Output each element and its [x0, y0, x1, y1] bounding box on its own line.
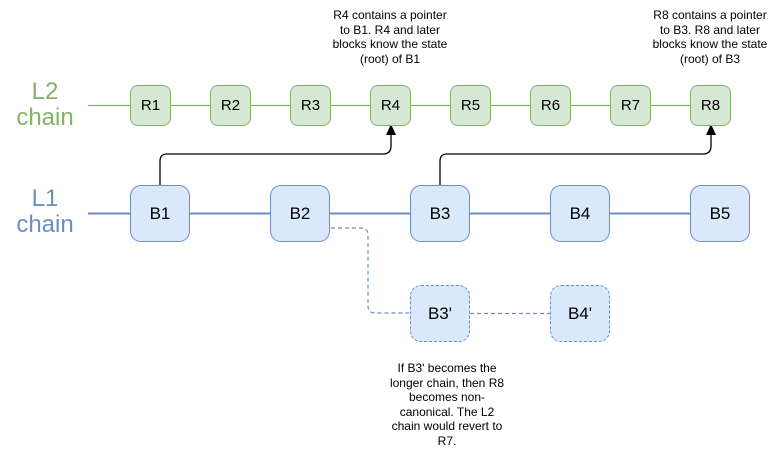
note-r4-line: R4 contains a pointer [333, 8, 447, 22]
note-r4-line: to B1. R4 and later [339, 22, 441, 37]
note-fork-line: R7. [437, 433, 457, 448]
l2-block-r4: R4 [370, 85, 411, 126]
note-fork-line: longer chain, then R8 [389, 375, 505, 390]
note-r4-line: (root) of B1 [359, 51, 421, 66]
fork-connector-b2-to-b3prime [331, 227, 409, 314]
l1-block-b2: B2 [270, 185, 330, 242]
l2-block-r2: R2 [210, 85, 251, 126]
note-fork-line: If B3' becomes the [397, 361, 497, 375]
arrow-b1-to-r4 [159, 133, 392, 185]
note-r4-pointer: R4 contains a pointer to B1. R4 and late… [300, 8, 480, 66]
note-r8-line: (root) of B3 [679, 51, 741, 66]
l2-chain-label-line2: chain [16, 104, 74, 131]
note-r4-line: blocks know the state [332, 37, 448, 51]
fork-block-b4prime: B4' [550, 285, 610, 342]
l1-block-b4: B4 [550, 185, 610, 242]
l1-block-b1: B1 [130, 185, 190, 242]
l2-block-r8: R8 [690, 85, 731, 126]
note-r8-pointer: R8 contains a pointer to B3. R8 and late… [625, 8, 781, 66]
l2-block-r5: R5 [450, 85, 491, 126]
l2-chain-label-line1: L2 [31, 78, 59, 105]
l2-block-r6: R6 [530, 85, 571, 126]
fork-block-b3prime: B3' [410, 285, 470, 342]
note-fork-reorg: If B3' becomes the longer chain, then R8… [362, 361, 532, 448]
note-fork-line: becomes non- [408, 390, 486, 404]
note-r8-line: to B3. R8 and later [659, 22, 761, 37]
l1-chain-label: L1 chain [0, 186, 90, 238]
note-r8-line: R8 contains a pointer [653, 8, 767, 22]
l2-chain-label: L2 chain [0, 79, 90, 131]
l2-block-r1: R1 [130, 85, 171, 126]
note-fork-line: canonical. The L2 [399, 404, 495, 419]
arrow-b3-to-r8 [439, 133, 712, 185]
l2-block-r3: R3 [290, 85, 331, 126]
l1-chain-label-line1: L1 [31, 185, 59, 212]
l1-block-b5: B5 [690, 185, 750, 242]
arrowhead-r8 [706, 124, 716, 135]
note-r8-line: blocks know the state [652, 37, 768, 51]
l1-block-b3: B3 [410, 185, 470, 242]
note-fork-line: chain would revert to [391, 419, 503, 433]
l2-block-r7: R7 [610, 85, 651, 126]
arrowhead-r4 [386, 124, 396, 135]
l1-chain-label-line2: chain [16, 211, 74, 238]
